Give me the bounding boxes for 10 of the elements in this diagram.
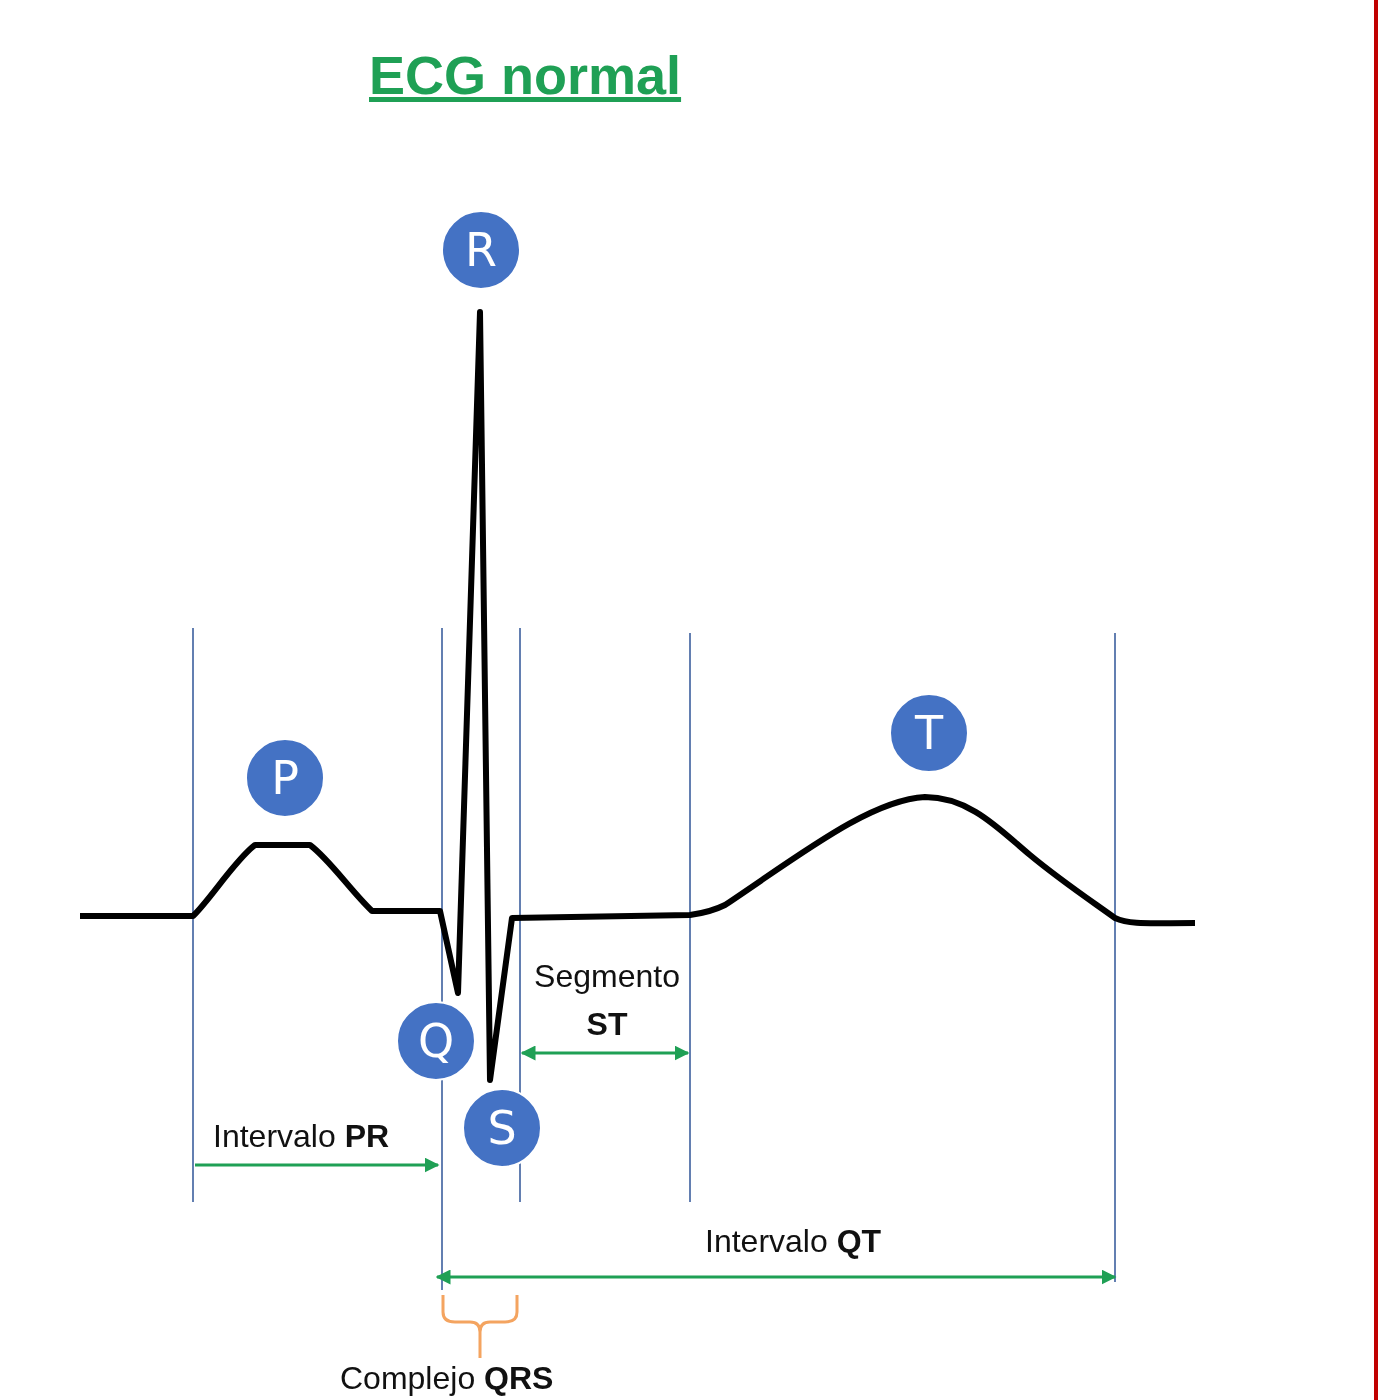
interval-label: Segmento ST: [533, 957, 681, 1044]
wave-marker: T: [889, 693, 969, 773]
wave-marker: R: [441, 210, 521, 290]
wave-marker: P: [245, 738, 325, 818]
wave-marker: S: [462, 1088, 542, 1168]
interval-label: Complejo QRS: [340, 1360, 554, 1397]
interval-label: Intervalo PR: [213, 1118, 390, 1155]
interval-label: Intervalo QT: [705, 1223, 882, 1260]
wave-marker: Q: [396, 1001, 476, 1081]
diagram-title: ECG normal: [369, 44, 682, 106]
